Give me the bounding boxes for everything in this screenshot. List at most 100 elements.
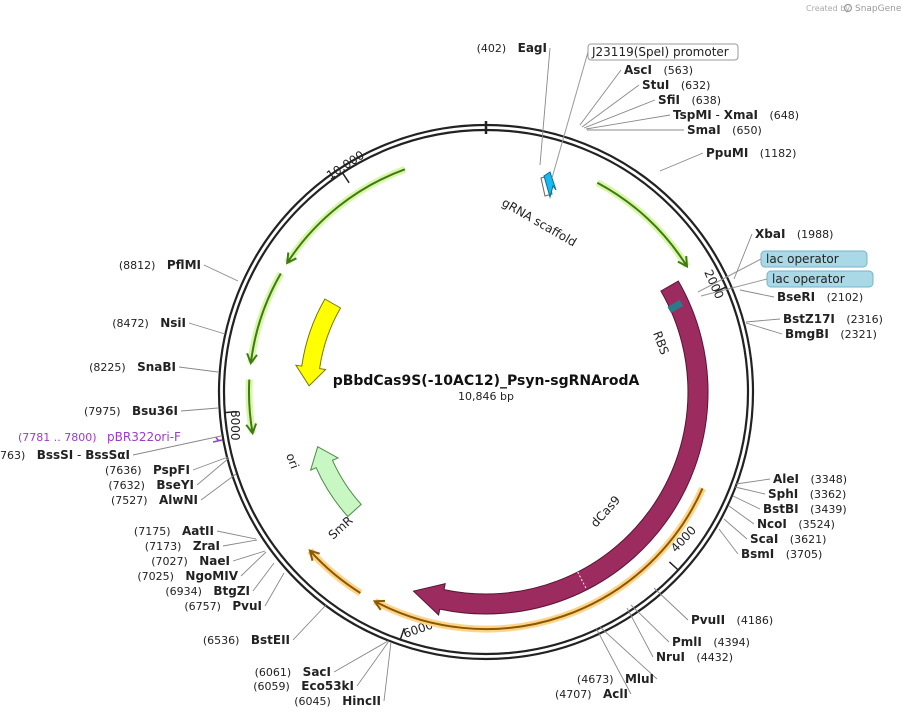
watermark-brand: SnapGene [855, 4, 902, 14]
site-NaeI[interactable]: (7027) NaeI [151, 554, 230, 568]
site-TspMI[interactable]: TspMI - XmaI (648) [673, 108, 799, 122]
site-BstEII[interactable]: (6536) BstEII [203, 633, 290, 647]
site-leader-EagI [539, 47, 551, 166]
site-PflMI[interactable]: (8812) PflMI [119, 258, 201, 272]
site-leader-TspMI [585, 114, 671, 130]
site-AleI[interactable]: AleI (3348) [773, 472, 847, 486]
orange-arrows [307, 486, 706, 633]
site-leader-PspFI [192, 456, 229, 471]
green-arrow-left-2 [245, 379, 258, 436]
site-StuI[interactable]: StuI (632) [642, 78, 710, 92]
site-leader-SnaBI [178, 366, 219, 373]
tick-mark [224, 410, 237, 414]
site-PspFI[interactable]: (7636) PspFI [105, 463, 190, 477]
site-leader-SphI [734, 486, 766, 495]
dcas9-feature[interactable] [412, 280, 709, 616]
site-leader-PflMI [203, 264, 239, 282]
site-leader-AclI [595, 627, 632, 695]
green-arrow-halo [595, 179, 690, 269]
smr-feature[interactable] [309, 445, 362, 518]
orange-arrow-halo [307, 548, 363, 596]
grna-scaffold-feature[interactable] [543, 171, 557, 199]
site-PvuII[interactable]: PvuII (4186) [691, 613, 773, 627]
restriction-sites: (402) EagI AscI (563)StuI (632)SfiI (638)… [0, 41, 883, 708]
watermark-created-by: Created by [806, 4, 850, 13]
grna-scaffold-label: gRNA scaffold [500, 195, 580, 249]
site-HincII[interactable]: (6045) HincII [294, 694, 381, 708]
site-MluI[interactable]: (4673) MluI [577, 672, 654, 686]
site-leader-BstEII [292, 604, 327, 641]
rbs-label: RBS [650, 329, 671, 356]
site-BtgZI[interactable]: (6934) BtgZI [165, 584, 250, 598]
site-leader-PvuII [653, 587, 689, 621]
tick-label: 2000 [701, 268, 726, 302]
site-leader-NruI [626, 607, 654, 658]
site-SmaI[interactable]: SmaI (650) [687, 123, 762, 137]
orange-arrow-right [372, 487, 704, 631]
site-SfiI[interactable]: SfiI (638) [658, 93, 721, 107]
site-SacI[interactable]: (6061) SacI [255, 665, 331, 679]
lac-operator-label-2: lac operator [772, 272, 845, 286]
lac-leader-1 [697, 258, 762, 293]
site-BsmI[interactable]: BsmI (3705) [741, 547, 822, 561]
site-NsiI[interactable]: (8472) NsiI [112, 316, 186, 330]
site-leader-BseYI [196, 457, 230, 486]
site-leader-ZraI [222, 539, 258, 547]
site-leader-HincII [383, 641, 392, 702]
site-ZraI[interactable]: (7173) ZraI [145, 539, 220, 553]
site-Eco53kI[interactable]: (6059) Eco53kI [253, 679, 354, 693]
rbs-feature[interactable] [667, 299, 684, 313]
site-SnaBI[interactable]: (8225) SnaBI [89, 360, 176, 374]
tick-mark [714, 286, 727, 293]
site-leader-SfiI [583, 99, 656, 129]
snapgene-logo-icon [843, 3, 853, 13]
dcas9-label: dCas9 [588, 493, 623, 530]
site-BssSI[interactable]: (7763) BssSI - BssSαI [0, 448, 130, 462]
plasmid-name: pBbdCas9S(-10AC12)_Psyn-sgRNArodA [333, 373, 640, 389]
site-leader-PvuI [264, 572, 285, 607]
promoter-leader [551, 51, 589, 179]
site-XbaI[interactable]: XbaI (1988) [755, 227, 833, 241]
tick-mark [668, 561, 679, 571]
site-PvuI[interactable]: (6757) PvuI [184, 599, 262, 613]
site-AlwNI[interactable]: (7527) AlwNI [111, 493, 198, 507]
site-BstBI[interactable]: BstBI (3439) [763, 502, 847, 516]
site-ScaI[interactable]: ScaI (3621) [750, 532, 826, 546]
site-leader-AlwNI [200, 473, 237, 501]
site-NruI[interactable]: NruI (4432) [656, 650, 733, 664]
site-leader-BstZ17I [745, 318, 781, 323]
green-arrow-left-1 [246, 273, 282, 366]
site-PmlI[interactable]: PmlI (4394) [672, 635, 750, 649]
site-leader-AscI [579, 69, 622, 126]
site-leader-BseRI [739, 289, 775, 298]
tick-label: 8000 [228, 410, 242, 441]
primer-pbr322ori-icon[interactable] [212, 436, 223, 443]
site-AatII[interactable]: (7175) AatII [134, 524, 214, 538]
site-BseYI[interactable]: (7632) BseYI [108, 478, 194, 492]
site-BstZ17I[interactable]: BstZ17I (2316) [783, 312, 883, 326]
site-leader-PpuMI [659, 152, 704, 172]
site-AclI[interactable]: (4707) AclI [555, 687, 628, 701]
ori-feature[interactable] [294, 298, 342, 387]
green-arrow-halo [284, 166, 407, 265]
site-leader-NaeI [232, 550, 266, 562]
dcas9-divider [577, 571, 588, 591]
site-PpuMI[interactable]: PpuMI (1182) [706, 146, 796, 160]
site-NgoMIV[interactable]: (7025) NgoMIV [137, 569, 238, 583]
site-leader-BmgBI [745, 322, 783, 335]
ori-label: ori [283, 451, 301, 470]
site-BmgBI[interactable]: BmgBI (2321) [785, 327, 877, 341]
site-NcoI[interactable]: NcoI (3524) [757, 517, 835, 531]
promoter-label: J23119(SpeI) promoter [591, 45, 729, 59]
green-arrow-halo [247, 271, 284, 364]
pbr-label: pBR322ori-F [107, 430, 181, 444]
pbr-range: (7781 .. 7800) [18, 431, 97, 444]
site-EagI[interactable]: (402) EagI [477, 41, 547, 55]
site-leader-AatII [216, 530, 257, 540]
site-Bsu36I[interactable]: (7975) Bsu36I [84, 404, 178, 418]
site-AscI[interactable]: AscI (563) [624, 63, 693, 77]
site-BseRI[interactable]: BseRI (2102) [777, 290, 863, 304]
site-leader-BstBI [732, 495, 761, 510]
site-SphI[interactable]: SphI (3362) [768, 487, 846, 501]
